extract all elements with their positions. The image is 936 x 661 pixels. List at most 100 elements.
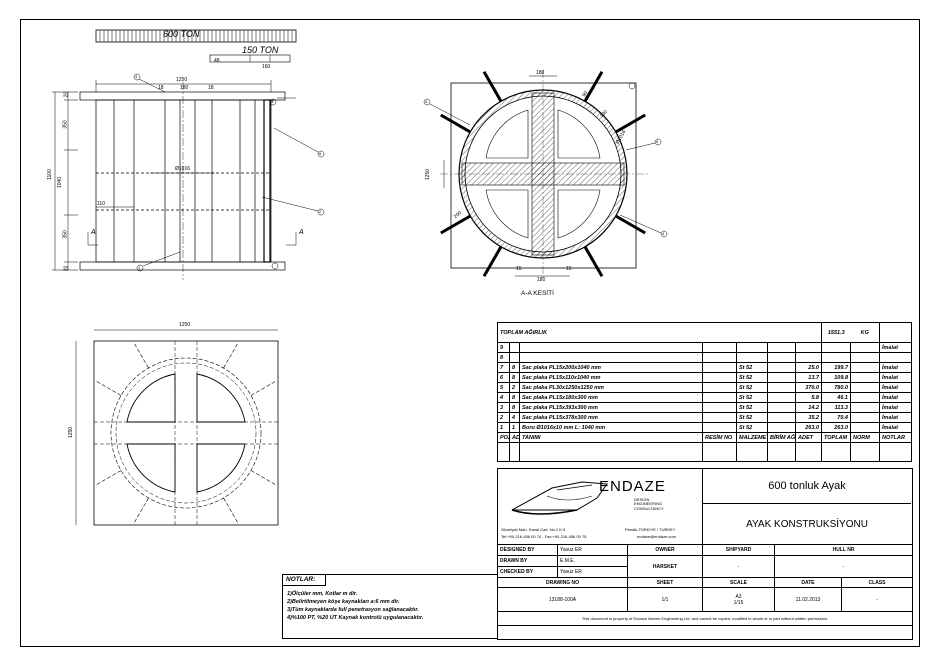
bom-cell-adet_agr: 5.8 xyxy=(795,392,822,403)
bom-cell-malz xyxy=(736,342,768,353)
bom-cell-norm xyxy=(850,422,880,433)
ship-logo-icon xyxy=(511,481,608,515)
balloon-5: 5 xyxy=(271,99,274,104)
bom-cell-poz: 9 xyxy=(497,342,510,353)
note-line-1: 1)Ölçüler mm, Kotlar m dir. xyxy=(287,591,358,597)
bom-cell-norm xyxy=(850,402,880,413)
dim-width: 1250 xyxy=(176,77,188,83)
sec-balloon-4: 4 xyxy=(662,231,665,236)
bom-cell-birim xyxy=(767,412,796,423)
bom-cell-toplam xyxy=(821,352,851,363)
bom-cell-norm xyxy=(850,342,880,353)
bom-cell-resim xyxy=(702,402,737,413)
bom-row: 8 xyxy=(497,352,912,363)
bom-cell-norm xyxy=(850,372,880,383)
bom-cell-notlar: İmalat xyxy=(879,362,912,373)
bom-cell-notlar xyxy=(879,352,912,363)
bom-cell-adet_agr: 14.2 xyxy=(795,402,822,413)
bom-cell-toplam: 46.1 xyxy=(821,392,851,403)
bom-cell-poz: 3 xyxy=(497,402,510,413)
company-sub: DESIGN ENGINEERING CONSULTANCY xyxy=(634,497,664,511)
sec-balloon-3: 3 xyxy=(425,99,428,104)
bom-cell-toplam: 199.7 xyxy=(821,362,851,373)
load-label: 600 TON xyxy=(163,29,200,39)
bom-cell-birim xyxy=(767,422,796,433)
bom-cell-notlar: İmalat xyxy=(879,402,912,413)
bom-cell-birim xyxy=(767,382,796,393)
bom-cell-tanim: Sac plaka PL15x393x300 mm xyxy=(519,402,703,413)
dim-d2: 180 xyxy=(180,85,189,91)
logo-area: ENDAZE DESIGN ENGINEERING CONSULTANCY Gü… xyxy=(497,468,703,545)
company-contact: Tel:+90-216-456 00 74 - Fax:+90-216-456 … xyxy=(501,534,587,539)
bom-total: 1551.3 xyxy=(821,322,851,343)
bom-cell-adet: 4 xyxy=(509,412,520,423)
bom-cell-malz xyxy=(736,352,768,363)
section-mark-right: A xyxy=(299,229,304,236)
bom-cell-malz: St 52 xyxy=(736,422,768,433)
bom-cell-notlar: İmalat xyxy=(879,382,912,393)
notes-box: NOTLAR: 1)Ölçüler mm, Kotlar m dir. 2)Be… xyxy=(282,574,498,639)
bom-cell-malz: St 52 xyxy=(736,412,768,423)
sec-balloon-6: 6 xyxy=(656,139,659,144)
bom-cell-adet_agr xyxy=(795,342,822,353)
bom-cell-toplam: 263.0 xyxy=(821,422,851,433)
bom-cell-birim xyxy=(767,392,796,403)
bom-cell-birim xyxy=(767,362,796,373)
bom-cell-resim xyxy=(702,422,737,433)
dim-left-mid: 110 xyxy=(97,201,105,207)
bom-cell-poz: 2 xyxy=(497,412,510,423)
bom-cell-resim xyxy=(702,382,737,393)
bom-title: TOPLAM AĞIRLIK xyxy=(497,322,822,343)
bom-cell-malz: St 52 xyxy=(736,362,768,373)
company-address: Güzelyalı Mah. Kanal Cad. No:1 K:3 xyxy=(501,527,566,532)
bom-cell-birim xyxy=(767,402,796,413)
bom-cell-adet_agr: 370.0 xyxy=(795,382,822,393)
bom-cell-tanim xyxy=(519,352,703,363)
sub-load-label: 150 TON xyxy=(242,45,279,55)
bom-cell-tanim: Boru Ø1016x10 mm L: 1040 mm xyxy=(519,422,703,433)
plan-dim-width: 1250 xyxy=(179,322,191,328)
section-caption: A-A KESİTİ xyxy=(521,290,554,297)
bom-cell-toplam: 109.8 xyxy=(821,372,851,383)
bom-cell-adet_agr: 13.7 xyxy=(795,372,822,383)
bom-cell-poz: 4 xyxy=(497,392,510,403)
bom-cell-norm xyxy=(850,392,880,403)
project-name: 600 tonluk Ayak xyxy=(703,468,911,504)
bom-cell-birim xyxy=(767,352,796,363)
bom-cell-norm xyxy=(850,382,880,393)
bom-cell-adet_agr: 35.2 xyxy=(795,412,822,423)
bom-cell-tanim: Sac plaka PL15x180x300 mm xyxy=(519,392,703,403)
bom-cell-norm xyxy=(850,362,880,373)
bom-cell-malz: St 52 xyxy=(736,382,768,393)
bom-cell-notlar: İmalat xyxy=(879,412,912,423)
bom-cell-norm xyxy=(850,412,880,423)
drawing-sheet-border xyxy=(20,19,920,647)
bom-cell-tanim: Sac plaka PL15x110x1040 mm xyxy=(519,372,703,383)
bom-cell-adet: 8 xyxy=(509,402,520,413)
dim-top-b: 160 xyxy=(262,64,271,70)
bom-cell-resim xyxy=(702,362,737,373)
balloon-1: 1 xyxy=(138,265,141,270)
plan-dim-left: 1250 xyxy=(68,426,75,439)
bom-cell-adet: 8 xyxy=(509,362,520,373)
dim-d1: 18 xyxy=(158,85,164,91)
sec-dim-top: 180 xyxy=(536,70,545,76)
sec-dim-bottom-b: 180 xyxy=(537,277,546,283)
drawing-title: AYAK KONSTRUKSİYONU xyxy=(746,518,868,530)
note-line-3: 3)Tüm kaynaklarda full penetrasyon sağla… xyxy=(287,607,419,613)
notes-title: NOTLAR: xyxy=(286,576,316,583)
bom-cell-tanim xyxy=(519,342,703,353)
bom-cell-toplam xyxy=(821,342,851,353)
dim-d3: 18 xyxy=(208,85,214,91)
balloon-6: 6 xyxy=(319,151,322,156)
bom-cell-malz: St 52 xyxy=(736,372,768,383)
